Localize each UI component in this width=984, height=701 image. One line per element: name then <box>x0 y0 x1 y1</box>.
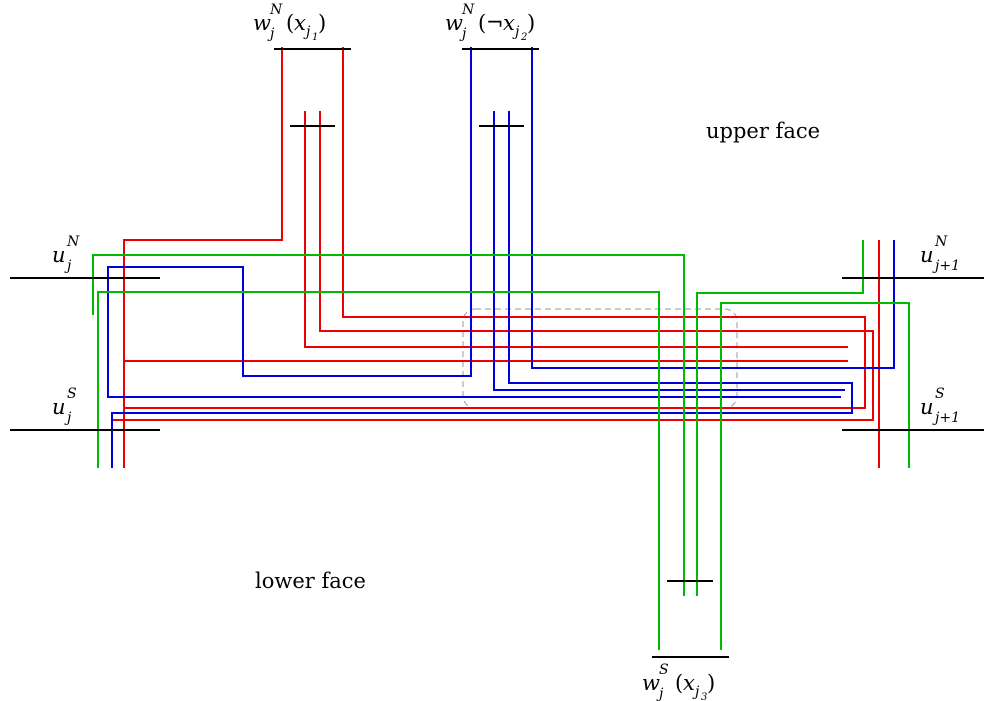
svg-text:): ) <box>707 671 715 695</box>
svg-text:u: u <box>52 395 66 419</box>
red-wire <box>113 111 874 421</box>
svg-text:j: j <box>656 686 664 701</box>
svg-text:u: u <box>920 395 934 419</box>
svg-text:(: ( <box>286 11 294 35</box>
green-wires <box>92 240 910 650</box>
blue-wire <box>111 111 853 468</box>
svg-text:S: S <box>659 662 669 678</box>
svg-text:N: N <box>461 2 475 18</box>
red-wire <box>304 111 848 348</box>
svg-text:3: 3 <box>701 692 707 701</box>
svg-text:j: j <box>692 684 700 700</box>
label-u-n-j: u N j <box>52 234 80 274</box>
green-wire <box>696 240 864 596</box>
label-u-n-j1: u N j+1 <box>920 234 960 274</box>
upper-face-label: upper face <box>706 119 820 143</box>
label-w-n-notx2: w N j ( ¬ x j 2 ) <box>445 2 535 43</box>
dashed-region <box>462 308 738 409</box>
svg-text:1: 1 <box>312 32 318 43</box>
svg-text:j+1: j+1 <box>932 258 960 274</box>
svg-text:w: w <box>253 11 271 35</box>
svg-text:x: x <box>294 11 306 35</box>
label-u-s-j: u S j <box>52 386 77 426</box>
blue-wire <box>531 47 895 369</box>
svg-text:x: x <box>683 671 695 695</box>
svg-text:2: 2 <box>520 32 527 43</box>
svg-text:): ) <box>318 11 326 35</box>
svg-text:j: j <box>64 258 72 274</box>
svg-text:u: u <box>52 243 66 267</box>
svg-text:S: S <box>67 386 77 402</box>
svg-text:N: N <box>66 234 80 250</box>
svg-text:(: ( <box>675 671 683 695</box>
svg-text:j: j <box>459 26 467 42</box>
green-wire <box>92 254 685 596</box>
svg-text:¬: ¬ <box>486 11 504 35</box>
svg-text:(: ( <box>478 11 486 35</box>
svg-text:N: N <box>934 234 948 250</box>
svg-text:j: j <box>267 26 275 42</box>
svg-text:u: u <box>920 243 934 267</box>
svg-text:j: j <box>512 24 520 40</box>
lower-face-label: lower face <box>255 569 366 593</box>
svg-text:w: w <box>445 11 463 35</box>
blue-wire <box>493 111 845 391</box>
svg-text:j: j <box>64 410 72 426</box>
svg-text:): ) <box>527 11 535 35</box>
svg-text:j+1: j+1 <box>932 410 960 426</box>
blue-wire <box>107 47 841 398</box>
svg-text:x: x <box>503 11 515 35</box>
terminal-bars <box>10 48 984 658</box>
svg-text:S: S <box>935 386 945 402</box>
svg-text:j: j <box>303 24 311 40</box>
blue-wires <box>107 47 895 468</box>
red-wire <box>123 47 283 468</box>
green-wire <box>97 291 660 650</box>
label-u-s-j1: u S j+1 <box>920 386 960 426</box>
red-wires <box>113 47 880 468</box>
label-w-s-x3: w S j ( x j 3 ) <box>642 662 715 701</box>
green-wire <box>720 302 910 650</box>
label-w-n-x1: w N j ( x j 1 ) <box>253 2 326 43</box>
svg-text:N: N <box>269 2 283 18</box>
red-wire <box>124 47 866 409</box>
svg-text:w: w <box>642 671 660 695</box>
